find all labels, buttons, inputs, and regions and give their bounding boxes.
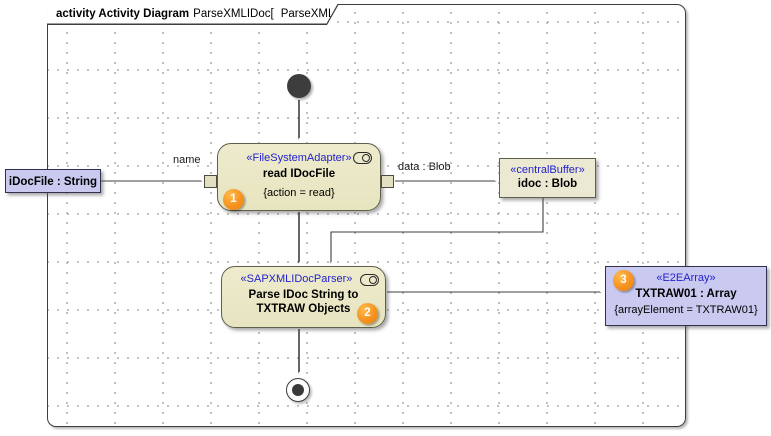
callout-badge-3: 3 (613, 270, 634, 291)
buffer-name: idoc : Blob (517, 178, 578, 190)
callout-badge-1: 1 (223, 189, 244, 210)
object-node-idocfile[interactable]: iDocFile : String (5, 169, 101, 193)
final-node-dot (292, 384, 304, 396)
callout-badge-2: 2 (357, 303, 378, 324)
action-name-line1: Parse IDoc String to (248, 289, 359, 301)
stereotype-label: «E2EArray» (656, 272, 716, 284)
frame-tab-keyword: activity Activity Diagram (56, 7, 190, 20)
call-behavior-icon (360, 274, 379, 286)
action-name-line2: TXTRAW Objects (256, 303, 351, 315)
call-behavior-icon (353, 152, 372, 164)
object-node-txtraw-array[interactable]: «E2EArray» TXTRAW01 : Array {arrayElemen… (605, 266, 767, 326)
stereotype-label: «FileSystemAdapter» (246, 152, 352, 164)
action-constraint: {action = read} (263, 187, 335, 199)
action-read-idocfile[interactable]: «FileSystemAdapter» read IDocFile {actio… (217, 143, 381, 211)
input-pin-name[interactable] (204, 175, 217, 188)
output-pin-data[interactable] (381, 175, 394, 188)
initial-node[interactable] (287, 74, 311, 98)
frame-tab-diagram-name: ParseXMLIDoc[ (193, 7, 274, 20)
object-flow-buffer-to-parse[interactable] (331, 198, 544, 262)
stereotype-label: «SAPXMLIDocParser» (240, 273, 353, 285)
central-buffer-idoc[interactable]: «centralBuffer» idoc : Blob (499, 158, 596, 198)
activity-final-node[interactable] (286, 378, 310, 402)
object-name: TXTRAW01 : Array (635, 288, 737, 300)
diagram-frame (47, 4, 686, 427)
action-name: read IDocFile (262, 168, 336, 180)
stereotype-label: «centralBuffer» (510, 164, 585, 176)
object-constraint: {arrayElement = TXTRAW01} (614, 304, 758, 316)
object-node-label: iDocFile : String (8, 176, 98, 188)
action-parse-idoc[interactable]: «SAPXMLIDocParser» Parse IDoc String to … (221, 266, 386, 328)
flow-label-data-blob[interactable]: data : Blob (398, 161, 451, 173)
flow-label-name[interactable]: name (173, 154, 201, 166)
